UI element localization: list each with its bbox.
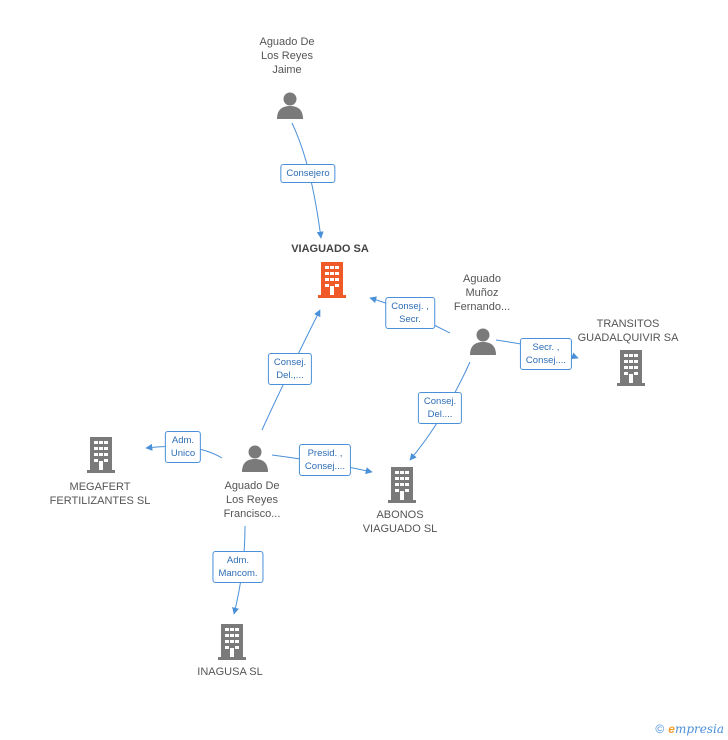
label-line: Francisco...	[223, 508, 281, 520]
edge-label-line: Consej.	[423, 396, 457, 407]
building-icon[interactable]	[217, 624, 247, 660]
copyright-icon: ©	[655, 722, 665, 736]
label-line: ABONOS	[376, 509, 424, 521]
edge-label-line: Secr.	[399, 314, 421, 325]
label-line: Aguado	[463, 273, 501, 285]
edge-label-line: Consej....	[304, 461, 346, 472]
edge-label-fernando-abonos[interactable]: Consej. Del....	[417, 392, 463, 424]
label-line: TRANSITOS	[596, 318, 660, 330]
label-line: MEGAFERT	[69, 481, 131, 493]
node-label-abonos: ABONOS VIAGUADO SL	[363, 508, 438, 536]
node-label-transitos: TRANSITOS GUADALQUIVIR SA	[578, 317, 679, 345]
node-label-megafert: MEGAFERT FERTILIZANTES SL	[50, 480, 151, 508]
edge-label-fernando-transitos[interactable]: Secr. , Consej....	[519, 338, 573, 370]
node-label-jaime: Aguado De Los Reyes Jaime	[259, 35, 314, 77]
label-line: Los Reyes	[261, 50, 313, 62]
building-icon[interactable]	[616, 350, 646, 386]
edge-label-line: Adm.	[226, 555, 250, 566]
node-label-inagusa: INAGUSA SL	[197, 666, 263, 678]
edge-label-line: Del.,...	[276, 370, 304, 381]
person-icon[interactable]	[240, 443, 270, 473]
label-line: Los Reyes	[226, 494, 278, 506]
node-label-fernando: Aguado Muñoz Fernando...	[454, 272, 510, 314]
edge-label-line: Adm.	[171, 435, 195, 446]
edge-label-francisco-viaguado[interactable]: Consej. Del.,...	[267, 353, 313, 385]
edge-label-line: Secr. ,	[532, 342, 560, 353]
person-icon[interactable]	[275, 90, 305, 120]
edge-label-francisco-megafert[interactable]: Adm. Unico	[164, 431, 202, 463]
label-line: Jaime	[272, 64, 302, 76]
label-line: FERTILIZANTES SL	[49, 495, 151, 507]
edge-label-francisco-abonos[interactable]: Presid. , Consej....	[298, 444, 352, 476]
edge-label-line: Unico	[170, 448, 196, 459]
brand-logo-text: mpresia	[674, 722, 724, 736]
person-icon[interactable]	[468, 326, 498, 356]
node-label-viaguado: VIAGUADO SA	[291, 243, 369, 255]
label-line: Aguado De	[224, 480, 280, 492]
label-line: VIAGUADO SL	[362, 523, 438, 535]
edge-label-line: Consej.	[273, 357, 307, 368]
building-icon[interactable]	[86, 437, 116, 473]
edge-label-consejero[interactable]: Consejero	[280, 164, 336, 183]
building-icon[interactable]	[317, 262, 347, 298]
label-line: GUADALQUIVIR SA	[577, 332, 679, 344]
footer-brand[interactable]: © empresia	[655, 722, 724, 736]
edge-label-line: Consejero	[286, 168, 330, 179]
brand-logo: empresia	[668, 722, 724, 736]
edge-label-line: Presid. ,	[307, 448, 343, 459]
node-label-francisco: Aguado De Los Reyes Francisco...	[224, 479, 281, 521]
building-icon[interactable]	[387, 467, 417, 503]
label-line: Muñoz	[465, 287, 499, 299]
label-line: Fernando...	[453, 301, 511, 313]
edge-label-line: Consej. ,	[391, 301, 429, 312]
edge-label-fernando-viaguado[interactable]: Consej. , Secr.	[385, 297, 435, 329]
edge-label-line: Mancom.	[218, 568, 258, 579]
edge-label-francisco-inagusa[interactable]: Adm. Mancom.	[212, 551, 264, 583]
edge-jaime-viaguado	[291, 122, 324, 239]
brand-logo-letter: e	[668, 722, 675, 736]
edge-label-line: Consej....	[525, 355, 567, 366]
edge-label-line: Del....	[427, 409, 453, 420]
label-line: Aguado De	[259, 36, 315, 48]
